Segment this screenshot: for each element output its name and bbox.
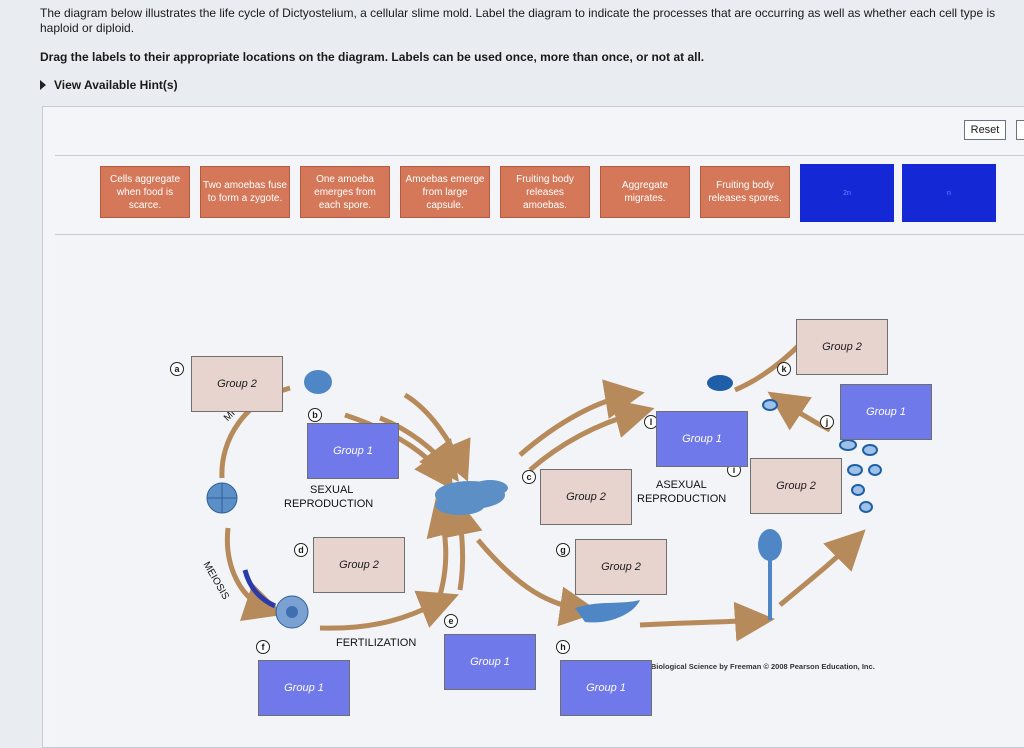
hint-label: View Available Hint(s) (54, 78, 178, 92)
sexual-label: SEXUAL (310, 484, 354, 496)
marker-l: l (644, 415, 658, 429)
view-hints-link[interactable]: View Available Hint(s) (40, 78, 178, 92)
label-cells-aggregate[interactable]: Cells aggregate when food is scarce. (100, 166, 190, 218)
expand-triangle-icon (40, 80, 46, 90)
dropzone-e[interactable]: Group 1 (444, 634, 536, 690)
marker-h: h (556, 640, 570, 654)
dropzone-k[interactable]: Group 2 (796, 319, 888, 375)
marker-j: j (820, 415, 834, 429)
asexual-label: ASEXUAL (656, 479, 707, 491)
marker-e: e (444, 614, 458, 628)
dropzone-b[interactable]: Group 1 (307, 423, 399, 479)
sexual-reproduction-label: REPRODUCTION (284, 498, 374, 510)
dropzone-l[interactable]: Group 1 (656, 411, 748, 467)
instruction-text: The diagram below illustrates the life c… (40, 6, 996, 35)
aggregate-cells (435, 480, 508, 515)
marker-d: d (294, 543, 308, 557)
marker-b: b (308, 408, 322, 422)
label-fruiting-body-releases-spores[interactable]: Fruiting body releases spores. (700, 166, 790, 218)
meiosis-arrow-lower (224, 527, 285, 622)
dropzone-i[interactable]: Group 2 (750, 458, 842, 514)
slug (575, 600, 640, 623)
drag-instruction: Drag the labels to their appropriate loc… (40, 50, 705, 64)
label-aggregate-migrates[interactable]: Aggregate migrates. (600, 166, 690, 218)
label-two-amoebas-fuse[interactable]: Two amoebas fuse to form a zygote. (200, 166, 290, 218)
asexual-reproduction-label: REPRODUCTION (637, 493, 727, 505)
help-button[interactable] (1016, 120, 1024, 140)
spore-cell (304, 370, 332, 394)
label-fruiting-body-releases-amoebas[interactable]: Fruiting body releases amoebas. (500, 166, 590, 218)
marker-a: a (170, 362, 184, 376)
fruiting-body (758, 529, 782, 561)
marker-k: k (777, 362, 791, 376)
label-one-amoeba-emerges[interactable]: One amoeba emerges from each spore. (300, 166, 390, 218)
dropzone-d[interactable]: Group 2 (313, 537, 405, 593)
marker-g: g (556, 543, 570, 557)
credit-text: Adapted from Biological Science by Freem… (600, 662, 875, 671)
dropzone-c[interactable]: Group 2 (540, 469, 632, 525)
label-2n[interactable]: 2n (800, 164, 894, 222)
rise-arrow (426, 495, 466, 596)
marker-c: c (522, 470, 536, 484)
fertilization-arrow (319, 590, 459, 631)
dropzone-a[interactable]: Group 2 (191, 356, 283, 412)
dropzone-h[interactable]: Group 1 (560, 660, 652, 716)
dropzone-g[interactable]: Group 2 (575, 539, 667, 595)
reset-button[interactable]: Reset (964, 120, 1006, 140)
marker-f: f (256, 640, 270, 654)
dropzone-f[interactable]: Group 1 (258, 660, 350, 716)
dropzone-j[interactable]: Group 1 (840, 384, 932, 440)
meiosis-blue-arrow (242, 569, 277, 609)
fertilization-label: FERTILIZATION (336, 637, 417, 649)
label-amoebas-emerge-capsule[interactable]: Amoebas emerge from large capsule. (400, 166, 490, 218)
label-n[interactable]: n (902, 164, 996, 222)
